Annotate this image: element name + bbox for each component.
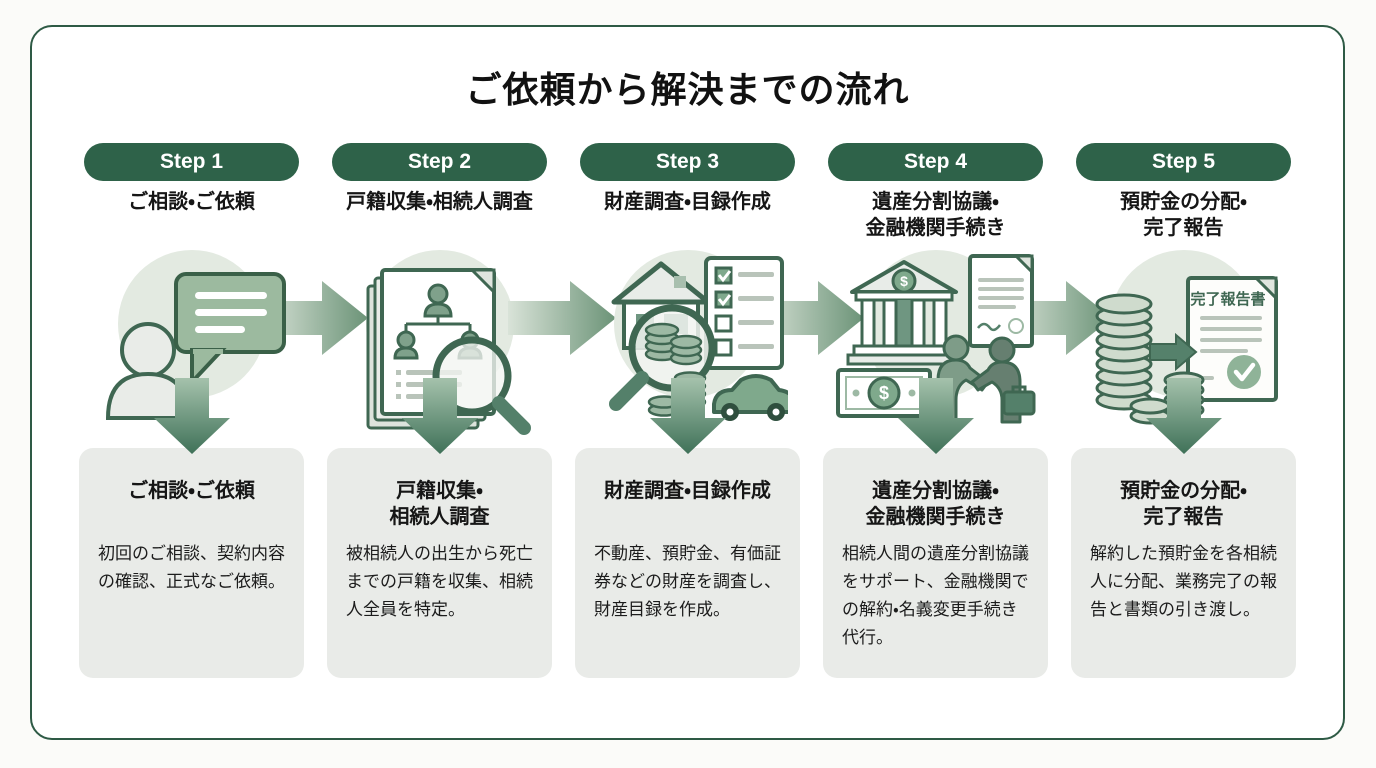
step-card: 戸籍収集・ 相続人調査 被相続人の出生から死亡までの戸籍を収集、相続人全員を特定… bbox=[327, 448, 552, 678]
step-subtitle: 戸籍収集・相続人調査 bbox=[346, 191, 533, 213]
step-card: 預貯金の分配・ 完了報告 解約した預貯金を各相続人に分配、業務完了の報告と書類の… bbox=[1071, 448, 1296, 678]
down-arrow-icon bbox=[153, 378, 230, 454]
step-card-description: 解約した預貯金を各相続人に分配、業務完了の報告と書類の引き渡し。 bbox=[1090, 544, 1277, 620]
step-card-title: 遺産分割協議・ 金融機関手続き bbox=[865, 480, 1006, 529]
step-badge: Step 5 bbox=[1076, 143, 1291, 181]
step-card-description: 不動産、預貯金、有価証券などの財産を調査し、財産目録を作成。 bbox=[594, 544, 781, 620]
report-title-text: 完了報告書 bbox=[1189, 290, 1265, 308]
step-badge-label: Step 2 bbox=[407, 150, 472, 173]
step-icon-zone bbox=[327, 250, 616, 454]
step-column-1: Step 1 ご相談・ご依頼 bbox=[79, 143, 368, 678]
step-badge-label: Step 1 bbox=[159, 150, 224, 173]
step-icon-zone bbox=[575, 250, 864, 454]
step-badge: Step 2 bbox=[332, 143, 547, 181]
svg-text:$: $ bbox=[900, 273, 908, 289]
next-step-arrow-icon bbox=[756, 281, 864, 355]
step-badge-label: Step 4 bbox=[903, 150, 968, 173]
step-card-description: 初回のご相談、契約内容の確認、正式なご依頼。 bbox=[98, 544, 285, 592]
steps-row: Step 1 ご相談・ご依頼 bbox=[32, 143, 1343, 678]
step-card: ご相談・ご依頼 初回のご相談、契約内容の確認、正式なご依頼。 bbox=[79, 448, 304, 678]
step-column-5: Step 5 預貯金の分配・ 完了報告 完了報告書 bbox=[1071, 143, 1296, 678]
down-arrow-icon bbox=[897, 378, 974, 454]
step-badge: Step 1 bbox=[84, 143, 299, 181]
step-card-title: 戸籍収集・ 相続人調査 bbox=[389, 480, 490, 529]
step-icon-zone: $ $ bbox=[823, 250, 1112, 454]
step-column-4: Step 4 遺産分割協議・ 金融機関手続き $ bbox=[823, 143, 1112, 678]
step-column-2: Step 2 戸籍収集・相続人調査 bbox=[327, 143, 616, 678]
step-card-title: 財産調査・目録作成 bbox=[604, 480, 771, 502]
step-card-description: 相続人間の遺産分割協議をサポート、金融機関での解約・名義変更手続き代行。 bbox=[842, 544, 1029, 648]
asset-search-house-coins-car-checklist-icon bbox=[608, 256, 788, 421]
flow-diagram-frame: ご依頼から解決までの流れ Step 1 ご相談・ご依頼 bbox=[30, 25, 1345, 740]
step-column-3: Step 3 財産調査・目録作成 bbox=[575, 143, 864, 678]
consultation-person-speech-bubble-icon bbox=[105, 272, 286, 420]
step-subtitle: 遺産分割協議・ 金融機関手続き bbox=[865, 191, 1006, 239]
down-arrow-icon bbox=[1145, 378, 1222, 454]
down-arrow-icon bbox=[401, 378, 478, 454]
next-step-arrow-icon bbox=[260, 281, 368, 355]
step-subtitle: 預貯金の分配・ 完了報告 bbox=[1120, 191, 1247, 239]
step-badge: Step 3 bbox=[580, 143, 795, 181]
step-subtitle: ご相談・ご依頼 bbox=[128, 191, 255, 213]
next-step-arrow-icon bbox=[508, 281, 616, 355]
step-badge: Step 4 bbox=[828, 143, 1043, 181]
step-card-description: 被相続人の出生から死亡までの戸籍を収集、相続人全員を特定。 bbox=[346, 544, 533, 620]
step-card: 財産調査・目録作成 不動産、預貯金、有価証券などの財産を調査し、財産目録を作成。 bbox=[575, 448, 800, 678]
step-card-title: 預貯金の分配・ 完了報告 bbox=[1120, 480, 1247, 529]
step-icon-zone: 完了報告書 bbox=[1071, 250, 1296, 454]
down-arrow-icon bbox=[649, 378, 726, 454]
svg-text:$: $ bbox=[878, 383, 888, 403]
step-badge-label: Step 5 bbox=[1151, 150, 1216, 173]
step-icon-zone bbox=[79, 250, 368, 454]
step-card: 遺産分割協議・ 金融機関手続き 相続人間の遺産分割協議をサポート、金融機関での解… bbox=[823, 448, 1048, 678]
step-subtitle: 財産調査・目録作成 bbox=[604, 191, 771, 213]
next-step-arrow-icon bbox=[1004, 281, 1112, 355]
page-title: ご依頼から解決までの流れ bbox=[465, 69, 910, 110]
step-badge-label: Step 3 bbox=[655, 150, 720, 173]
step-card-title: ご相談・ご依頼 bbox=[128, 480, 255, 502]
